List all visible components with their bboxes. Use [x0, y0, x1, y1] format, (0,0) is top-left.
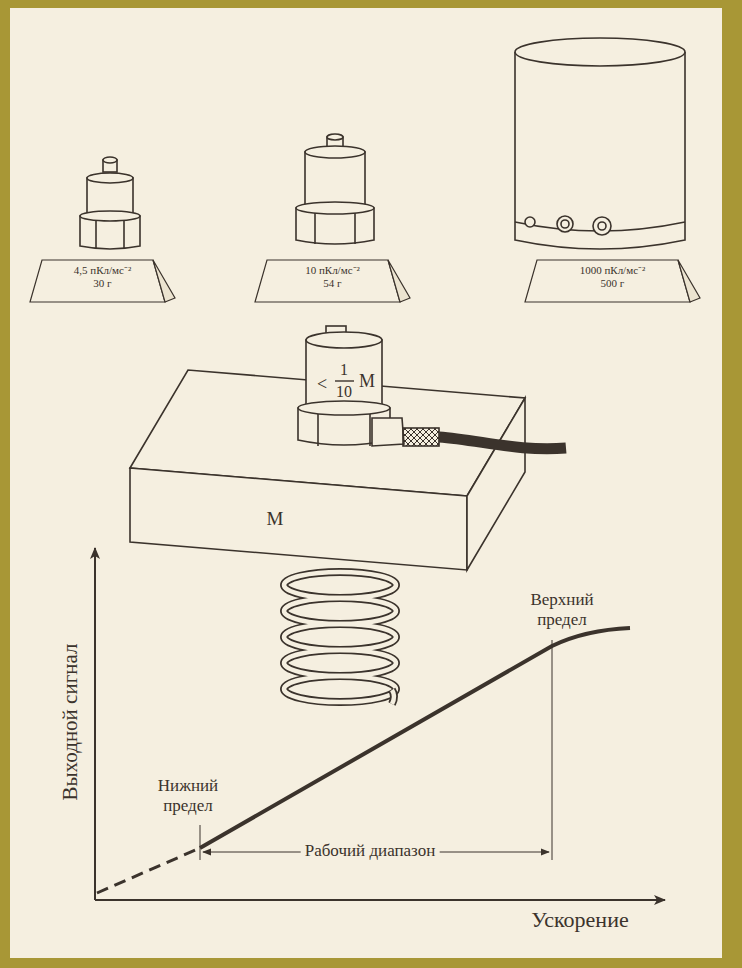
- y-axis: [94, 548, 96, 900]
- response-curve: [200, 628, 630, 848]
- mass-value: 30 г: [30, 277, 175, 290]
- sensitivity-value: М: [230, 508, 320, 530]
- less-than-sign: <: [317, 374, 327, 395]
- spec-tag: 1000 пКл/мс⁻²500 г: [525, 258, 700, 302]
- spring-end-inner: [392, 690, 394, 704]
- chart: [95, 548, 665, 900]
- sensitivity-value: 4,5 пКл/мс⁻²: [30, 264, 175, 277]
- mass-value: 500 г: [525, 277, 700, 290]
- small-accelerometer: [80, 157, 140, 249]
- fraction-denominator: 10: [336, 383, 352, 401]
- spring: [284, 572, 396, 704]
- response-below-limit: [97, 848, 200, 893]
- mass-value: 54 г: [255, 277, 410, 290]
- sensitivity-value: 10 пКл/мс⁻²: [255, 264, 410, 277]
- spring-coil-inner: [284, 624, 396, 650]
- upper-limit-label: Верхний предел: [522, 590, 602, 629]
- medium-accelerometer: [296, 134, 374, 244]
- spec-tag: 10 пКл/мс⁻²54 г: [255, 258, 410, 302]
- spec-tag: 4,5 пКл/мс⁻²30 г: [30, 258, 175, 302]
- spring-coil-inner: [284, 572, 396, 598]
- range-label: Рабочий диапазон: [301, 841, 440, 861]
- spring-coil-inner: [284, 598, 396, 624]
- spring-end: [392, 690, 394, 704]
- mass-label: М: [230, 500, 320, 540]
- fraction-numerator: 1: [340, 361, 348, 379]
- sensitivity-value: 1000 пКл/мс⁻²: [525, 264, 700, 277]
- mounted-accelerometer: [298, 326, 566, 449]
- spring-coil-inner: [284, 676, 396, 702]
- lower-limit-label: Нижний предел: [148, 776, 228, 815]
- mass-symbol: М: [359, 371, 375, 392]
- spring-coil: [284, 676, 396, 702]
- large-accelerometer: [515, 38, 685, 249]
- spring-coil-inner: [284, 650, 396, 676]
- x-axis: [95, 899, 665, 901]
- upper-limit-line: [552, 640, 553, 860]
- lower-limit-line: [200, 825, 201, 860]
- y-axis-title: Выходной сигнал: [58, 643, 82, 800]
- x-axis-title: Ускорение: [531, 907, 628, 932]
